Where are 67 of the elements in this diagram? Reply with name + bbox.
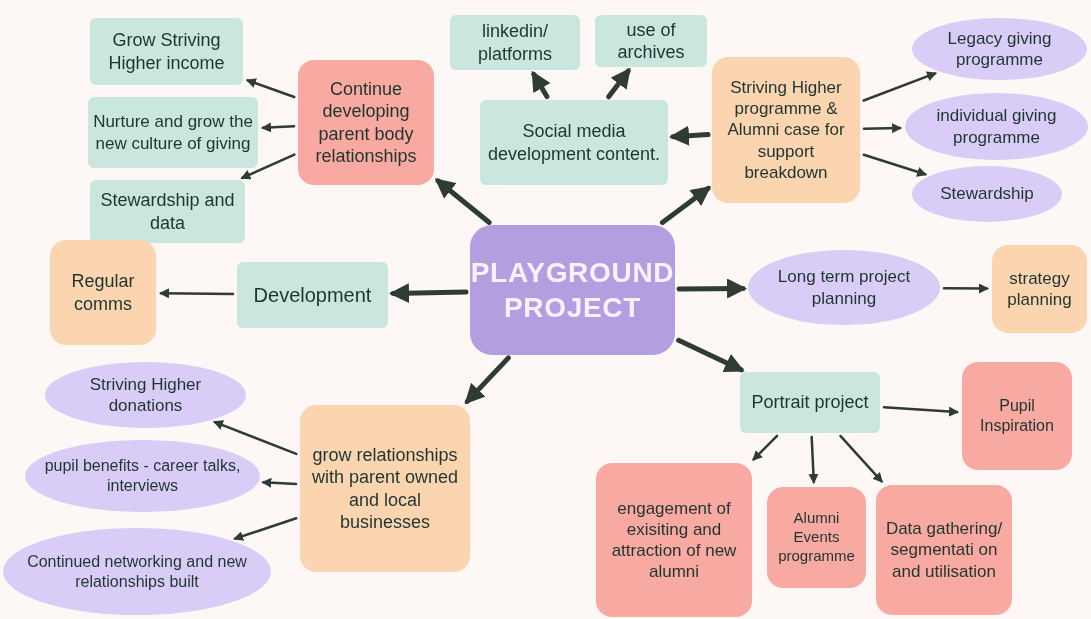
topic-box xyxy=(992,245,1087,333)
topic-box xyxy=(712,57,860,203)
topic-box xyxy=(300,405,470,572)
arrow xyxy=(882,406,959,417)
node-label: Portrait project xyxy=(751,391,869,414)
arrow xyxy=(233,516,298,541)
arrow xyxy=(261,122,296,133)
topic-box xyxy=(90,18,243,85)
topic-box xyxy=(88,97,258,168)
node-label: Striving Higher donations xyxy=(88,373,203,417)
arrow xyxy=(862,71,937,102)
arrow xyxy=(261,477,298,488)
topic-box xyxy=(50,240,156,345)
arrow xyxy=(676,337,745,373)
arrow xyxy=(531,70,551,100)
node-label: use of archives xyxy=(616,18,686,64)
arrow xyxy=(942,283,989,294)
arrow xyxy=(862,153,928,177)
node-label: engagement of exisiting and attraction of new alumni xyxy=(610,497,738,583)
arrow xyxy=(434,178,492,225)
node-label: Grow Striving Higher income xyxy=(107,29,226,74)
topic-box xyxy=(962,362,1072,470)
arrow xyxy=(464,355,511,405)
node-label: Continued networking and new relationships built xyxy=(26,551,248,592)
topic-box xyxy=(876,485,1012,615)
node-label: Development xyxy=(253,282,372,308)
node-label: strategy planning xyxy=(1006,267,1073,311)
arrow xyxy=(213,420,298,456)
node-label: Pupil Inspiration xyxy=(979,396,1055,436)
arrow xyxy=(669,125,711,146)
node-label: Data gathering/ segmentati on and utilisation xyxy=(884,518,1004,582)
node-label: Long term project planning xyxy=(776,266,912,309)
node-label: Social media development content. xyxy=(486,120,662,165)
arrow xyxy=(676,278,748,299)
node-label: individual giving programme xyxy=(935,105,1058,148)
arrow xyxy=(240,153,296,180)
central-topic-box xyxy=(470,225,675,355)
arrow xyxy=(752,434,779,461)
arrow xyxy=(245,78,296,99)
topic-box xyxy=(595,15,707,67)
topic-box xyxy=(450,15,580,70)
arrow xyxy=(159,288,235,299)
node-label: PLAYGROUND PROJECT xyxy=(470,256,675,325)
arrow xyxy=(862,123,903,134)
node-label: Alumni Events programme xyxy=(777,509,856,566)
topic-box xyxy=(480,100,668,185)
node-label: Legacy giving programme xyxy=(946,27,1053,71)
topic-box xyxy=(90,180,245,243)
topic-box xyxy=(596,463,752,617)
topic-box xyxy=(740,372,880,433)
node-label: Striving Higher programme & Alumni case for support breakdown xyxy=(726,76,846,184)
node-label: Stewardship xyxy=(940,183,1034,205)
topic-box xyxy=(298,60,434,185)
arrow xyxy=(839,434,883,483)
node-label: grow relationships with parent owned and local businesses xyxy=(310,443,460,534)
node-label: pupil benefits - career talks, interviews xyxy=(43,456,242,496)
topic-box xyxy=(767,487,866,588)
arrow xyxy=(808,435,819,484)
arrow xyxy=(389,283,469,304)
node-label: Stewardship and data xyxy=(99,189,236,234)
node-label: linkedin/ platforms xyxy=(477,20,553,65)
node-label: Continue developing parent body relationships xyxy=(314,77,418,168)
node-label: Nurture and grow the new culture of giving xyxy=(92,111,254,154)
arrow xyxy=(606,67,631,100)
node-label: Regular comms xyxy=(70,270,136,315)
topic-box xyxy=(237,262,388,328)
arrow xyxy=(659,185,712,226)
